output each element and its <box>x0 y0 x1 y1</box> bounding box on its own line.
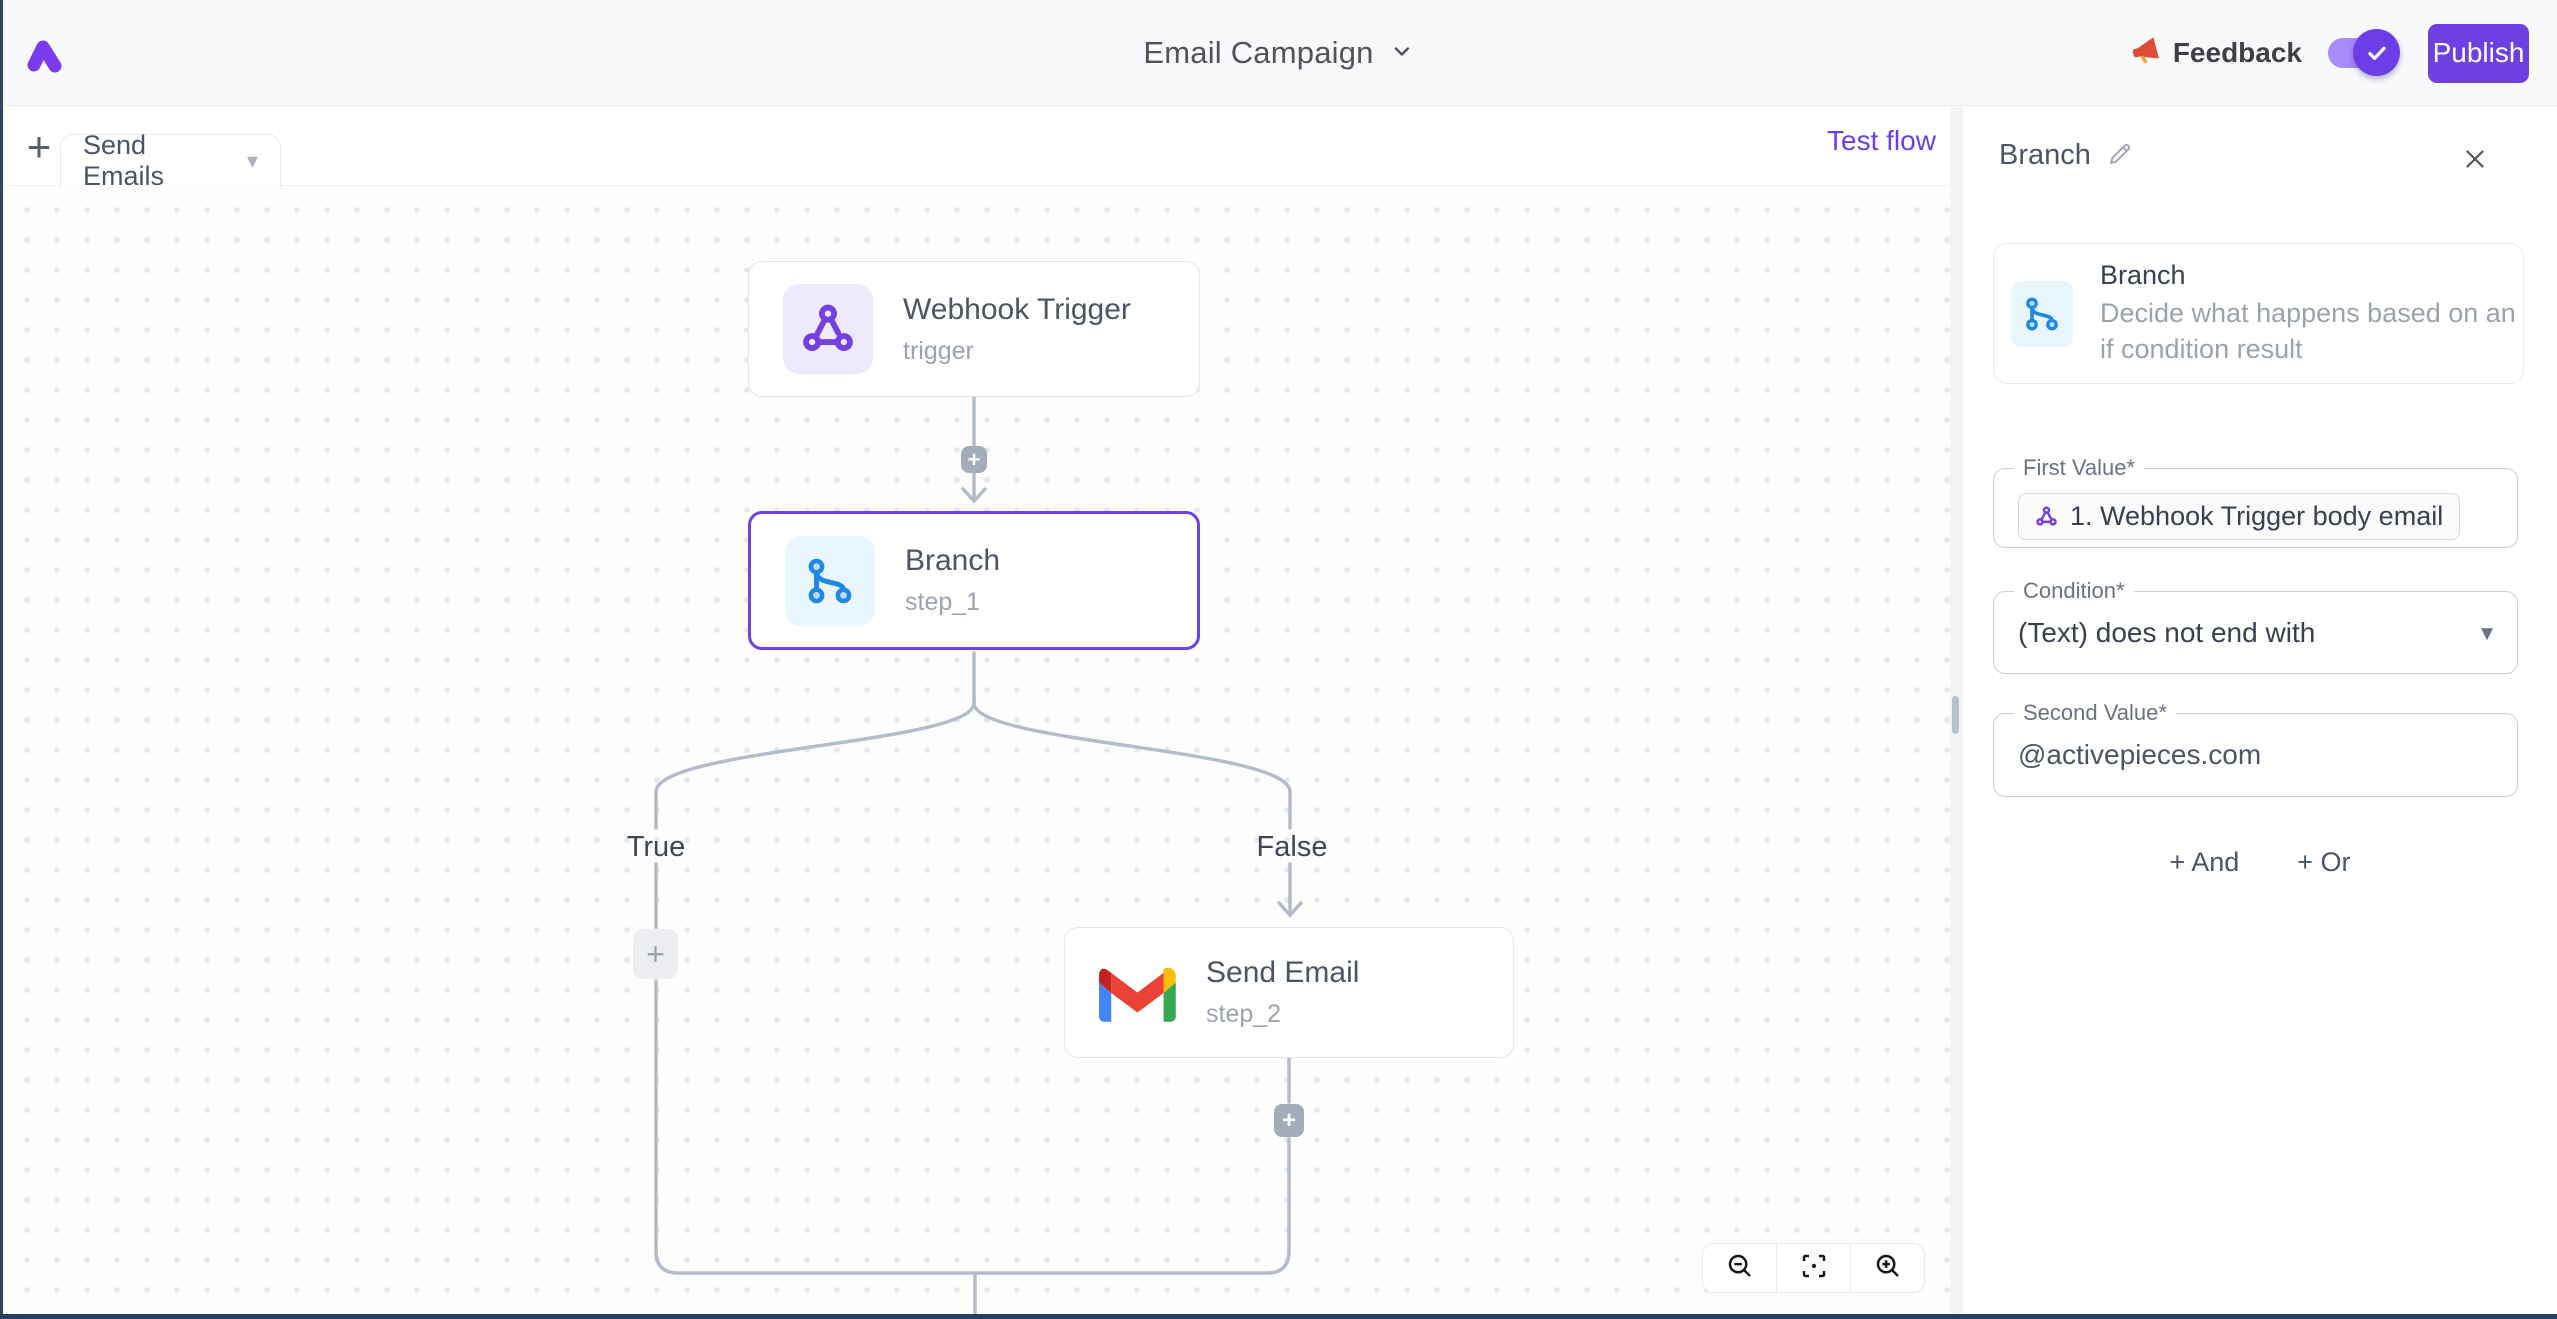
topbar-actions: Feedback Publish <box>2130 0 2529 106</box>
close-icon <box>2461 145 2489 176</box>
node-subtitle: step_1 <box>905 588 1000 617</box>
true-branch-label: True <box>627 831 686 864</box>
flow-title: Email Campaign <box>1143 35 1373 71</box>
node-subtitle: step_2 <box>1206 1000 1359 1029</box>
select-caret-icon: ▾ <box>2481 618 2493 647</box>
node-title: Send Email <box>1206 956 1359 990</box>
activepieces-logo-icon <box>24 33 64 84</box>
condition-value: (Text) does not end with <box>2018 592 2315 673</box>
add-step-after-email-button[interactable]: + <box>1274 1104 1304 1137</box>
tab-send-emails[interactable]: Send Emails ▾ <box>60 134 281 187</box>
pencil-icon <box>2107 141 2133 170</box>
first-value-label: First Value* <box>2014 455 2144 481</box>
add-step-button[interactable]: + <box>961 446 987 473</box>
fit-view-button[interactable] <box>1776 1244 1850 1292</box>
megaphone-icon <box>2130 35 2161 71</box>
piece-description: Decide what happens based on an if condi… <box>2100 295 2523 367</box>
token-text: 1. Webhook Trigger body email <box>2070 501 2443 532</box>
zoom-in-button[interactable] <box>1850 1244 1924 1292</box>
panel-header: Branch <box>1999 139 2133 172</box>
second-value-input: @activepieces.com <box>2018 714 2261 796</box>
panel-title: Branch <box>1999 139 2091 172</box>
webhook-icon <box>783 284 873 374</box>
second-value-field[interactable]: Second Value* @activepieces.com <box>1993 713 2518 797</box>
gmail-icon <box>1099 964 1176 1022</box>
add-step-true-branch-button[interactable]: + <box>633 929 678 979</box>
toggle-thumb <box>2353 29 2400 76</box>
branch-icon <box>2011 281 2073 347</box>
node-title: Branch <box>905 544 1000 578</box>
feedback-link[interactable]: Feedback <box>2130 35 2302 71</box>
add-and-condition-button[interactable]: + And <box>2169 847 2239 878</box>
canvas-zoom-controls <box>1702 1243 1925 1293</box>
step-settings-panel: Branch <box>1963 107 2557 1319</box>
condition-group-actions: + And + Or <box>1963 847 2557 878</box>
node-branch[interactable]: Branch step_1 <box>748 511 1200 650</box>
zoom-out-icon <box>1725 1251 1755 1286</box>
chevron-down-icon <box>1390 39 1414 68</box>
node-webhook-trigger[interactable]: Webhook Trigger trigger <box>748 261 1200 397</box>
rename-step-button[interactable] <box>2107 141 2133 170</box>
false-branch-label: False <box>1257 831 1328 864</box>
piece-name: Branch <box>2100 260 2523 291</box>
zoom-out-button[interactable] <box>1703 1244 1776 1292</box>
first-value-token[interactable]: 1. Webhook Trigger body email <box>2018 493 2460 540</box>
top-bar: Email Campaign Feedback <box>0 0 2557 106</box>
piece-info-card: Branch Decide what happens based on an i… <box>1993 243 2524 384</box>
tab-caret-icon[interactable]: ▾ <box>247 148 258 174</box>
first-value-field[interactable]: First Value* 1. Webhook Trigger body ema… <box>1993 468 2518 548</box>
node-title: Webhook Trigger <box>903 293 1131 327</box>
fit-view-icon <box>1799 1251 1829 1286</box>
test-flow-button[interactable]: Test flow <box>1827 125 1936 157</box>
branch-icon <box>785 536 875 626</box>
webhook-icon <box>2035 505 2058 528</box>
flow-enabled-toggle[interactable] <box>2328 38 2388 68</box>
close-panel-button[interactable] <box>2461 145 2489 176</box>
node-send-email[interactable]: Send Email step_2 <box>1064 927 1514 1058</box>
window-edge-bottom <box>0 1314 2557 1319</box>
canvas-scrollbar-thumb[interactable] <box>1952 696 1959 734</box>
feedback-label: Feedback <box>2173 37 2302 69</box>
zoom-in-icon <box>1873 1251 1903 1286</box>
tab-label: Send Emails <box>83 130 221 192</box>
window-edge-left <box>0 0 3 1319</box>
add-or-condition-button[interactable]: + Or <box>2297 847 2350 878</box>
tab-strip: + Send Emails ▾ <box>3 107 1950 186</box>
add-tab-button[interactable]: + <box>17 125 61 169</box>
publish-button[interactable]: Publish <box>2428 24 2529 83</box>
node-subtitle: trigger <box>903 337 1131 366</box>
condition-select[interactable]: Condition* (Text) does not end with ▾ <box>1993 591 2518 674</box>
flow-title-menu[interactable]: Email Campaign <box>1143 0 1413 106</box>
